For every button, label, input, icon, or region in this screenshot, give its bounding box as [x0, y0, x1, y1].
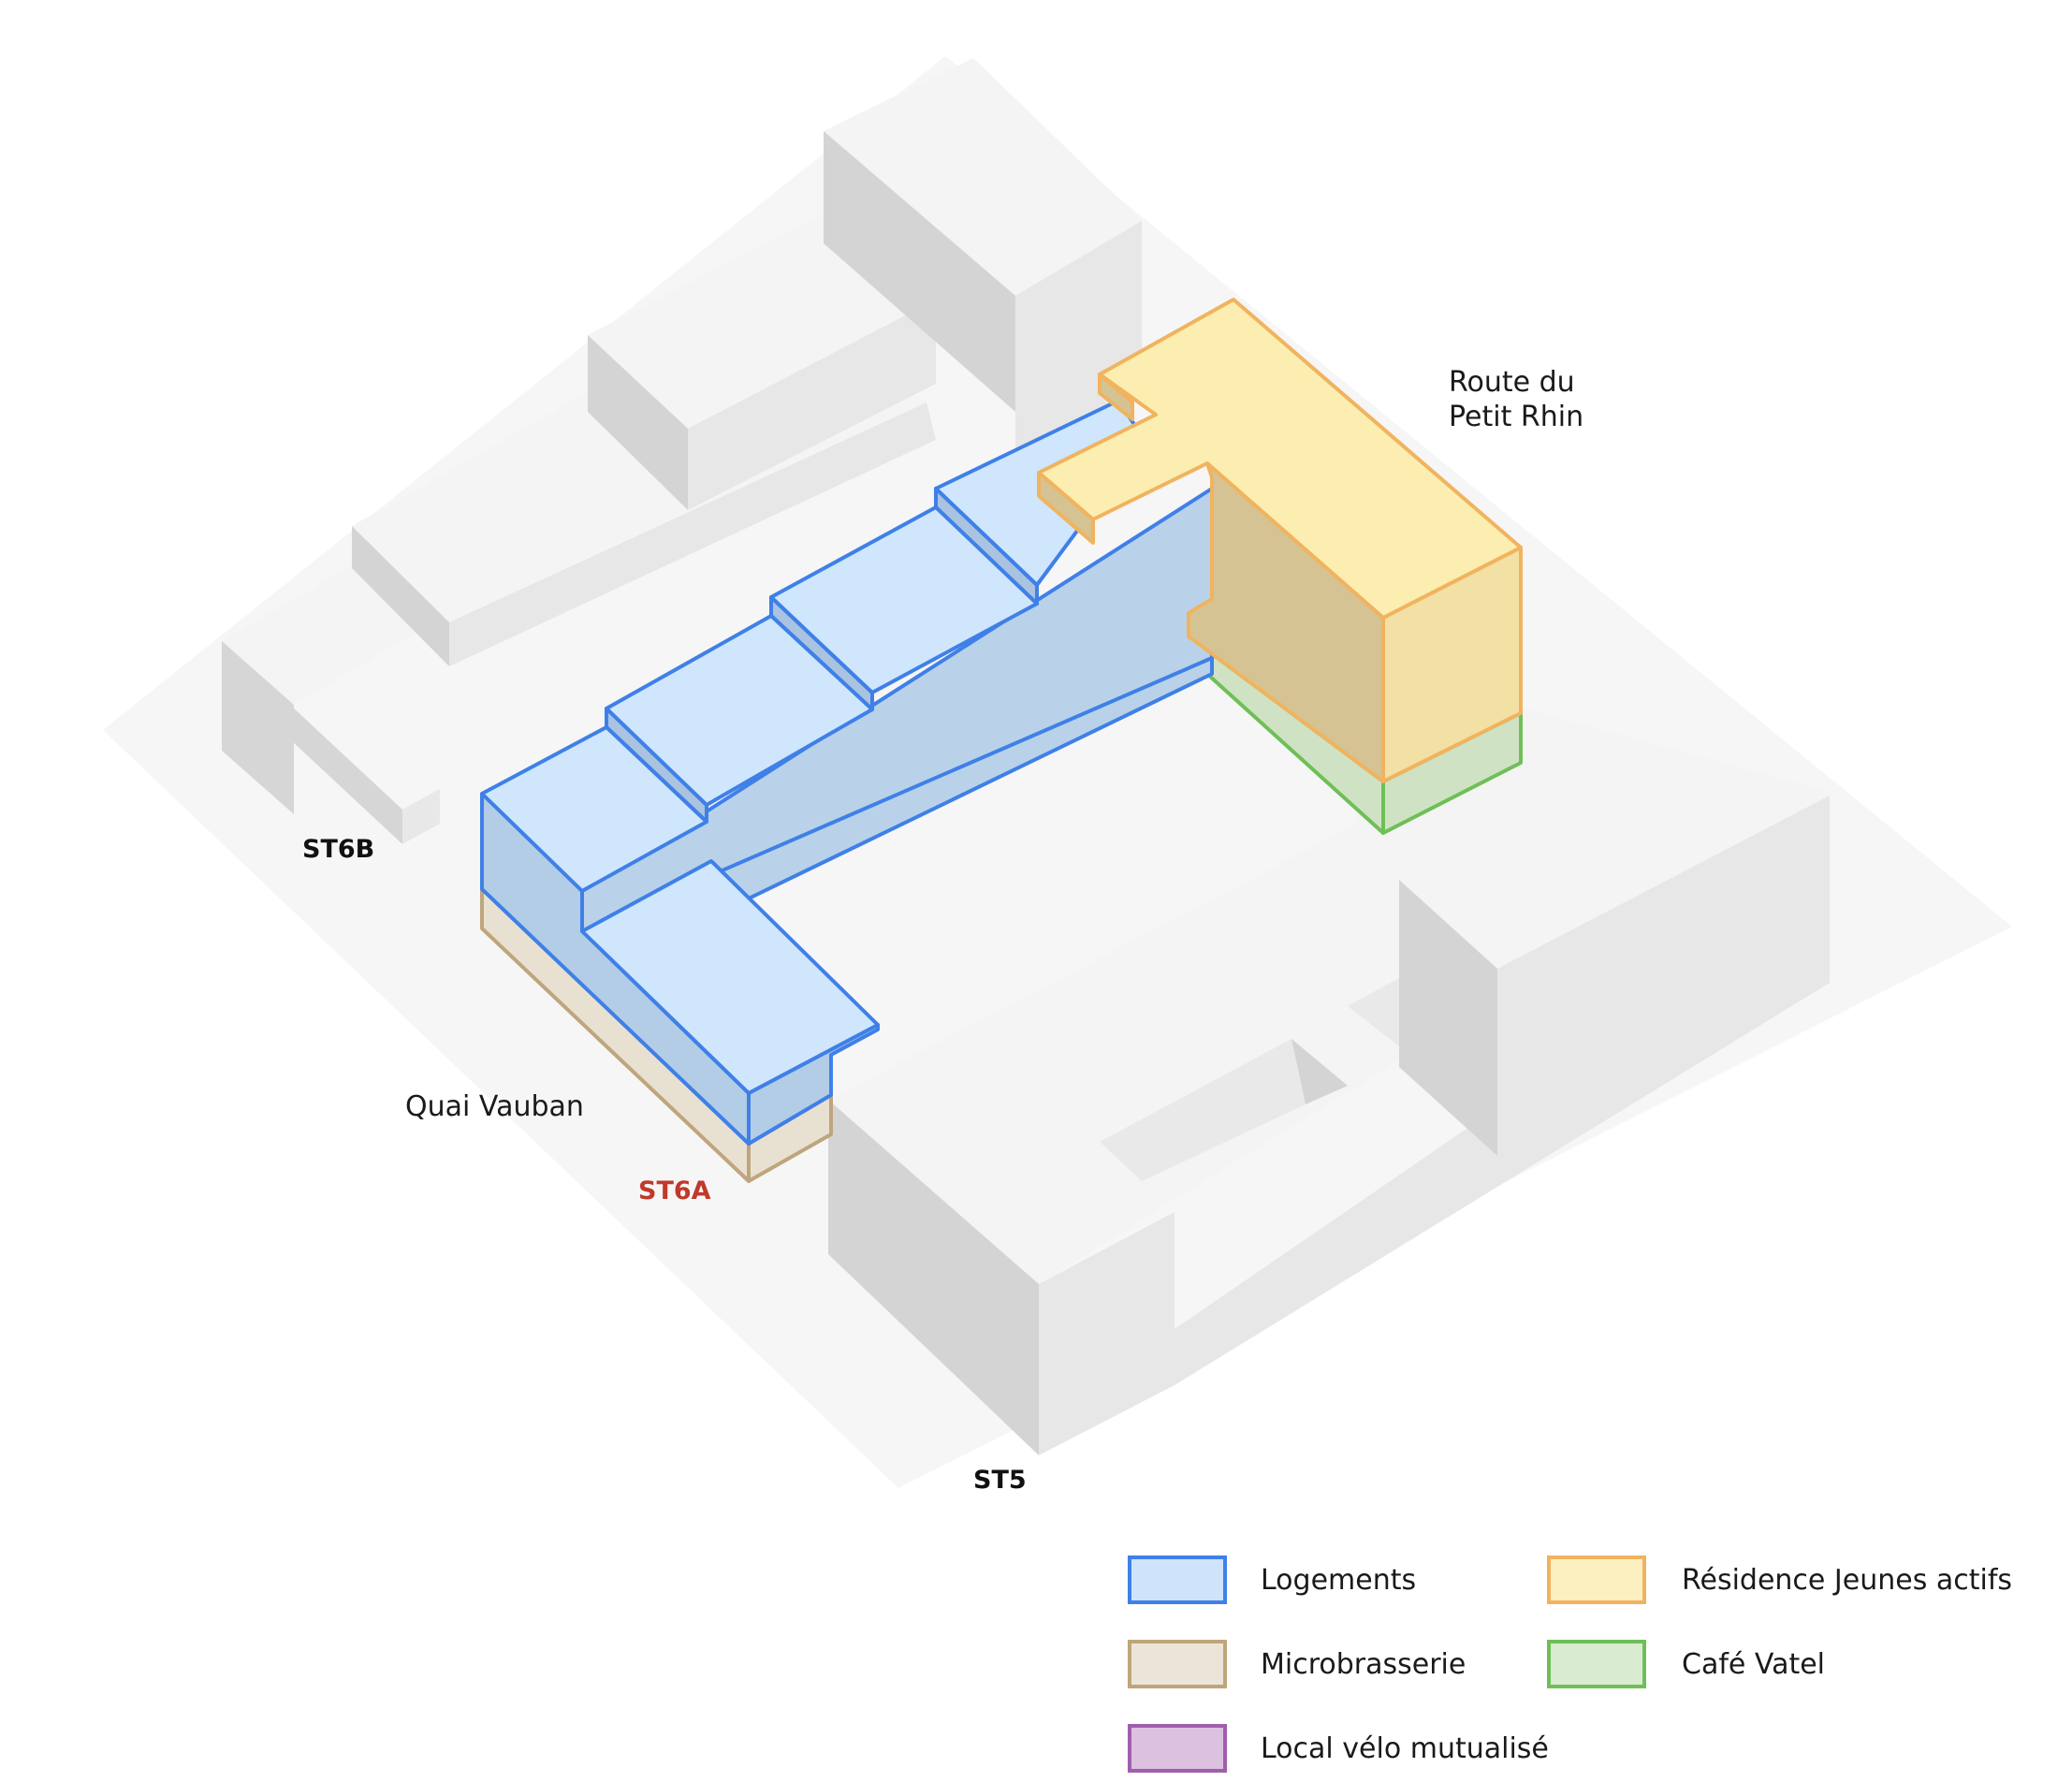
legend-label-local-velo-mutualise: Local vélo mutualisé — [1261, 1732, 1549, 1765]
legend-item-local-velo-mutualise: Local vélo mutualisé — [1128, 1724, 1549, 1773]
legend-item-cafe-vatel: Café Vatel — [1547, 1640, 1825, 1688]
microbrasserie-volume — [480, 887, 833, 1183]
legend-item-logements: Logements — [1128, 1556, 1416, 1604]
legend-label-cafe-vatel: Café Vatel — [1682, 1648, 1825, 1681]
legend-swatch-residence-jeunes-actifs — [1547, 1556, 1646, 1604]
legend-label-microbrasserie: Microbrasserie — [1261, 1648, 1466, 1681]
legend: Logements Résidence Jeunes actifs Microb… — [1128, 1556, 2012, 1773]
legend-swatch-microbrasserie — [1128, 1640, 1227, 1688]
label-route-du-petit-rhin-line1: Route du — [1449, 366, 1575, 399]
legend-label-residence-jeunes-actifs: Résidence Jeunes actifs — [1682, 1564, 2012, 1597]
legend-swatch-local-velo-mutualise — [1128, 1724, 1227, 1773]
legend-item-residence-jeunes-actifs: Résidence Jeunes actifs — [1547, 1556, 2012, 1604]
label-st6b: ST6B — [302, 835, 374, 864]
label-st6a: ST6A — [638, 1176, 711, 1205]
legend-swatch-cafe-vatel — [1547, 1640, 1646, 1688]
label-quai-vauban: Quai Vauban — [405, 1090, 584, 1123]
legend-swatch-logements — [1128, 1556, 1227, 1604]
label-route-du-petit-rhin-line2: Petit Rhin — [1449, 401, 1583, 433]
residence-jeunes-actifs-volume — [1037, 298, 1523, 783]
label-st5: ST5 — [973, 1466, 1027, 1495]
legend-item-microbrasserie: Microbrasserie — [1128, 1640, 1466, 1688]
legend-label-logements: Logements — [1261, 1564, 1416, 1597]
logements-volume — [480, 399, 1214, 1146]
